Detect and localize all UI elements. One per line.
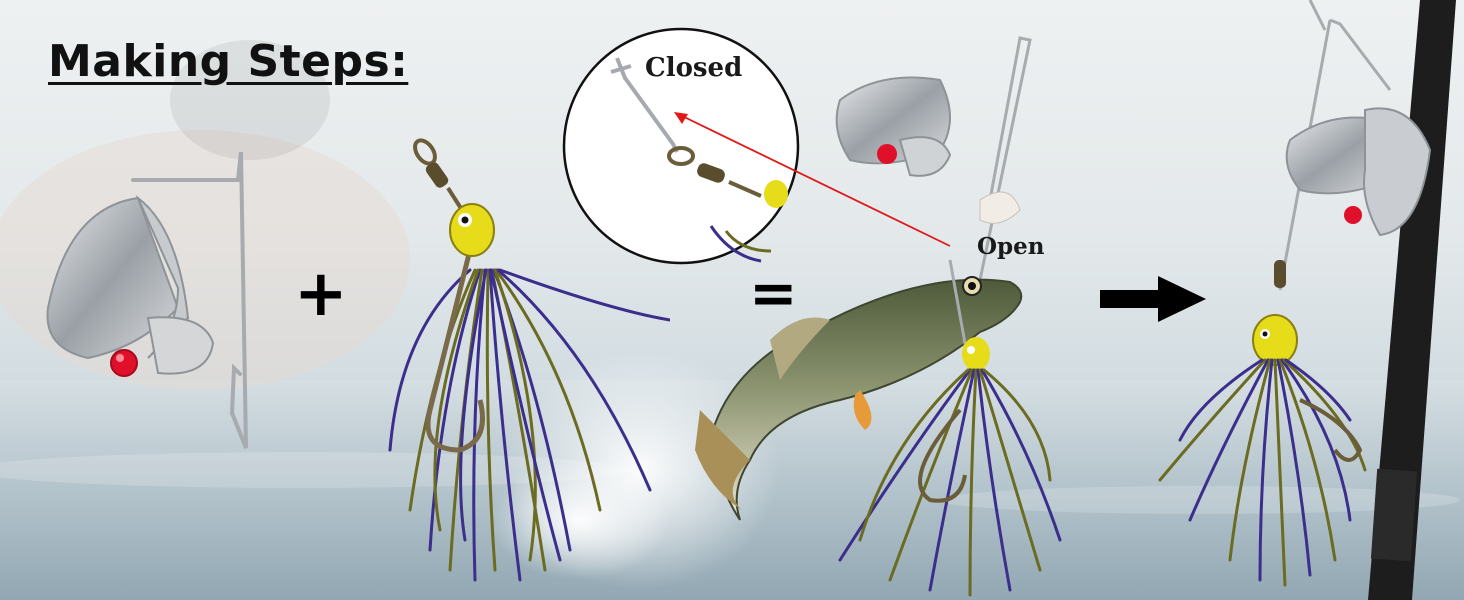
fly-feather	[979, 191, 1021, 224]
fishing-rod	[1368, 0, 1456, 600]
fish-body	[708, 278, 1023, 521]
swivel-barrel	[1274, 260, 1286, 288]
pointer-arrow	[674, 112, 951, 247]
jig-head	[449, 203, 495, 257]
page-title: Making Steps:	[48, 36, 409, 87]
buzz-blade-wing	[146, 316, 215, 375]
red-bead	[110, 349, 138, 377]
buzz-blade-wing	[898, 136, 952, 177]
buzz-blade-wing	[1363, 107, 1432, 237]
open-label: Open	[977, 233, 1045, 260]
jig-hook	[918, 408, 967, 503]
jig-head	[962, 337, 990, 371]
skirted-jig	[388, 138, 670, 582]
snap-swivel	[667, 146, 695, 166]
skirt-strands	[838, 368, 1062, 597]
jig-hook	[1299, 398, 1363, 462]
right-arrow-icon	[1100, 276, 1206, 322]
fish-with-lure	[695, 36, 1062, 597]
wire-arm	[131, 151, 248, 449]
jig-head	[1252, 314, 1298, 366]
fish-fin	[853, 390, 872, 430]
red-bead	[877, 144, 897, 164]
buzzbait-blade-arm	[46, 151, 248, 449]
swivel-barrel	[425, 162, 449, 188]
plus-icon: +	[294, 257, 348, 331]
jig-hook	[425, 249, 485, 453]
equals-icon: =	[749, 259, 798, 327]
finished-lure	[1158, 0, 1432, 587]
red-bead	[1344, 206, 1362, 224]
skirt-strands	[388, 268, 670, 582]
closed-label: Closed	[645, 53, 743, 83]
fish-fin	[770, 317, 830, 380]
skirt-strands	[1158, 358, 1367, 587]
fish-tail	[695, 410, 750, 510]
rod-reel-seat	[1370, 468, 1418, 562]
wire-arm	[978, 36, 1032, 281]
closed-snap-callout	[562, 27, 800, 265]
reel-blur	[170, 40, 330, 160]
